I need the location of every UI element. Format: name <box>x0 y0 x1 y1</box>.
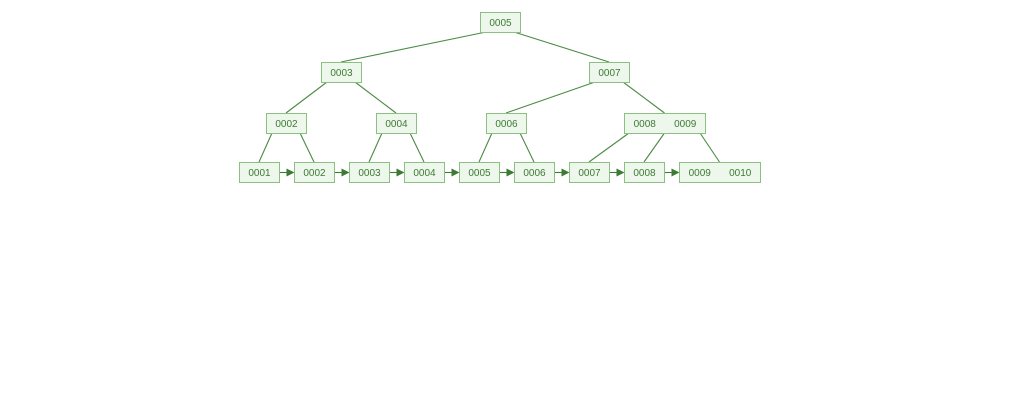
node-box <box>459 162 500 183</box>
node-key: 0008 <box>633 168 656 179</box>
node-key: 0003 <box>358 168 381 179</box>
node-key: 0002 <box>275 119 298 130</box>
node-key: 0007 <box>598 68 621 79</box>
node-key: 0007 <box>578 168 601 179</box>
tree-edge <box>519 132 535 163</box>
tree-edge <box>505 81 596 114</box>
node-box <box>404 162 445 183</box>
arrow-head <box>341 168 350 177</box>
tree-edge <box>340 31 487 63</box>
node-box <box>569 162 610 183</box>
internal-node: 0004 <box>376 113 417 134</box>
node-box <box>589 62 630 83</box>
node-box <box>376 113 417 134</box>
node-key: 0001 <box>248 168 271 179</box>
node-key: 0006 <box>495 119 518 130</box>
arrow-head <box>396 168 405 177</box>
tree-nodes: 0005 0003 0007 0002 0004 0006 0008 0009 0001 0002… <box>239 12 761 183</box>
node-box <box>679 162 761 183</box>
root-node: 0005 <box>480 12 521 33</box>
internal-node: 0007 <box>589 62 630 83</box>
leaf-node: 0003 <box>349 162 390 183</box>
node-box <box>239 162 280 183</box>
node-key: 0005 <box>489 18 512 29</box>
node-box <box>514 162 555 183</box>
leaf-node: 0006 <box>514 162 555 183</box>
internal-node: 0006 <box>486 113 527 134</box>
arrow-head <box>286 168 295 177</box>
node-key: 0006 <box>523 168 546 179</box>
node-key: 0004 <box>385 119 408 130</box>
node-box <box>624 162 665 183</box>
node-key: 0003 <box>330 68 353 79</box>
leaf-node: 0008 <box>624 162 665 183</box>
leaf-node: 0007 <box>569 162 610 183</box>
node-box <box>266 113 307 134</box>
arrow-head <box>671 168 680 177</box>
leaf-node: 0001 <box>239 162 280 183</box>
tree-edge <box>478 132 493 163</box>
tree-edge <box>354 81 397 114</box>
node-key: 0004 <box>413 168 436 179</box>
arrow-head <box>451 168 460 177</box>
node-box <box>486 113 527 134</box>
node-key: 0009 <box>674 119 697 130</box>
node-box <box>624 113 706 134</box>
node-box <box>349 162 390 183</box>
arrow-head <box>616 168 625 177</box>
node-key: 0002 <box>303 168 326 179</box>
tree-edge <box>285 81 328 114</box>
tree-edge <box>622 81 665 114</box>
tree-edge <box>299 132 315 163</box>
leaf-node: 0004 <box>404 162 445 183</box>
leaf-node: 0005 <box>459 162 500 183</box>
tree-edge <box>643 132 665 163</box>
tree-edge <box>368 132 383 163</box>
node-key: 0008 <box>634 119 657 130</box>
tree-edges <box>258 31 720 163</box>
node-key: 0010 <box>729 168 752 179</box>
leaf-node: 0002 <box>294 162 335 183</box>
internal-node: 0003 <box>321 62 362 83</box>
node-box <box>294 162 335 183</box>
tree-edge <box>258 132 273 163</box>
node-key: 0009 <box>689 168 712 179</box>
node-box <box>321 62 362 83</box>
node-key: 0005 <box>468 168 491 179</box>
internal-node: 0008 0009 <box>624 113 706 134</box>
tree-edge <box>409 132 425 163</box>
node-box <box>480 12 521 33</box>
internal-node: 0002 <box>266 113 307 134</box>
arrow-head <box>561 168 570 177</box>
tree-edge <box>513 31 610 63</box>
tree-edge <box>699 132 720 163</box>
leaf-node: 0009 0010 <box>679 162 761 183</box>
tree-edge <box>588 132 630 163</box>
arrow-head <box>506 168 515 177</box>
